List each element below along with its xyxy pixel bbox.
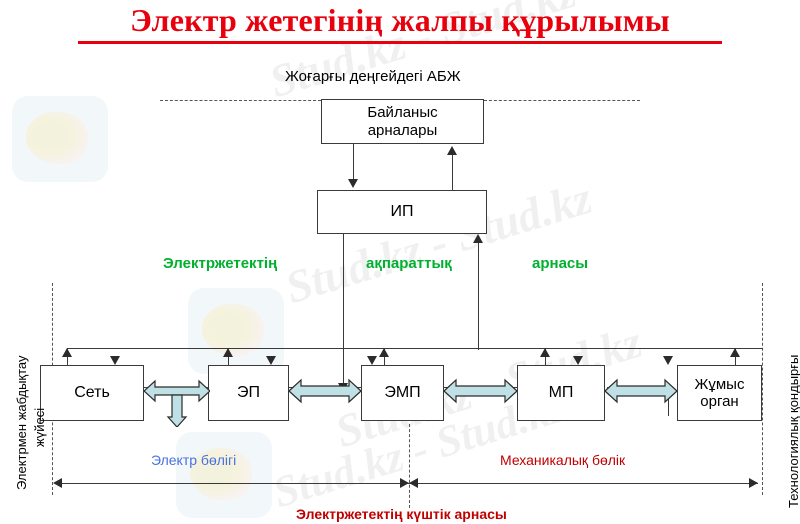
connector-ip-to-comm <box>452 152 453 192</box>
block-arrow-ep-emp <box>288 377 362 410</box>
arrowhead-down-emp <box>367 356 377 365</box>
watermark-logo <box>176 432 272 518</box>
box-ep-label: ЭП <box>237 383 260 401</box>
label-mechanical-part: Механикалық бөлік <box>500 452 626 468</box>
arrowhead-up-mp <box>540 348 550 357</box>
box-mp[interactable]: МП <box>517 365 605 421</box>
page-title: Электр жетегінің жалпы құрылымы <box>130 2 670 38</box>
arrowhead-down-mp <box>573 356 583 365</box>
box-communication-line2: арналары <box>367 121 438 139</box>
arrowhead-up-bus-to-ip <box>473 234 483 243</box>
top-boundary-dashed-left <box>160 100 321 101</box>
center-divider-dashed <box>409 424 410 508</box>
main-bus-solid <box>67 348 763 349</box>
arrowhead-left-bottom-span <box>53 478 62 488</box>
arrowhead-right-center-span <box>400 478 409 488</box>
arrowhead-up-work <box>730 348 740 357</box>
block-arrow-set-ep <box>143 375 211 432</box>
box-ip[interactable]: ИП <box>317 190 487 234</box>
box-emp[interactable]: ЭМП <box>361 365 444 421</box>
label-green-2: ақпараттық <box>366 255 452 272</box>
arrowhead-left-center-span <box>409 478 418 488</box>
box-set-label: Сеть <box>74 383 110 401</box>
arrowhead-up-set <box>62 348 72 357</box>
block-arrow-mp-work <box>604 377 678 410</box>
connector-comm-to-ip <box>353 144 354 182</box>
arrowhead-up-ip-to-comm <box>447 146 457 155</box>
arrowhead-right-bottom-span <box>749 478 758 488</box>
title-underline <box>78 41 722 44</box>
connector-bus-up-to-ip <box>478 240 479 350</box>
right-boundary-dashed <box>762 283 763 495</box>
dropper-to-work <box>668 387 669 416</box>
box-ep[interactable]: ЭП <box>208 365 289 421</box>
arrowhead-down-comm-to-ip <box>348 179 358 188</box>
arrowhead-up-ep <box>223 348 233 357</box>
box-working-organ-line1: Жұмыс <box>694 375 745 393</box>
box-working-organ[interactable]: Жұмыс орган <box>677 365 762 421</box>
arrowhead-down-ep <box>266 356 276 365</box>
box-communication-channels[interactable]: Байланыс арналары <box>321 99 484 144</box>
box-mp-label: МП <box>548 383 574 401</box>
label-green-3: арнасы <box>532 255 589 272</box>
label-electric-part: Электр бөлігі <box>151 452 237 468</box>
top-system-label: Жоғарғы деңгейдегі АБЖ <box>285 68 461 85</box>
box-working-organ-line2: орган <box>700 393 739 410</box>
block-arrow-emp-mp <box>443 377 518 410</box>
right-side-label: Технологиялық қондырғы <box>786 354 800 508</box>
box-set[interactable]: Сеть <box>40 365 144 421</box>
box-emp-label: ЭМП <box>384 383 421 401</box>
box-ip-label: ИП <box>390 202 414 220</box>
arrowhead-down-work <box>663 356 673 365</box>
watermark-logo <box>12 96 108 182</box>
left-side-label-line2: жүйесі <box>32 407 47 447</box>
left-side-label-line1: Электрмен жабдықтау <box>14 355 29 490</box>
connector-ip-down-trunk <box>343 234 344 387</box>
top-boundary-dashed-right <box>484 100 640 101</box>
arrowhead-down-set <box>110 356 120 365</box>
label-green-1: Электржетектің <box>163 255 278 272</box>
box-communication-line1: Байланыс <box>367 104 438 122</box>
label-power-channel: Электржетектің күштік арнасы <box>296 506 507 522</box>
arrowhead-up-emp <box>379 348 389 357</box>
